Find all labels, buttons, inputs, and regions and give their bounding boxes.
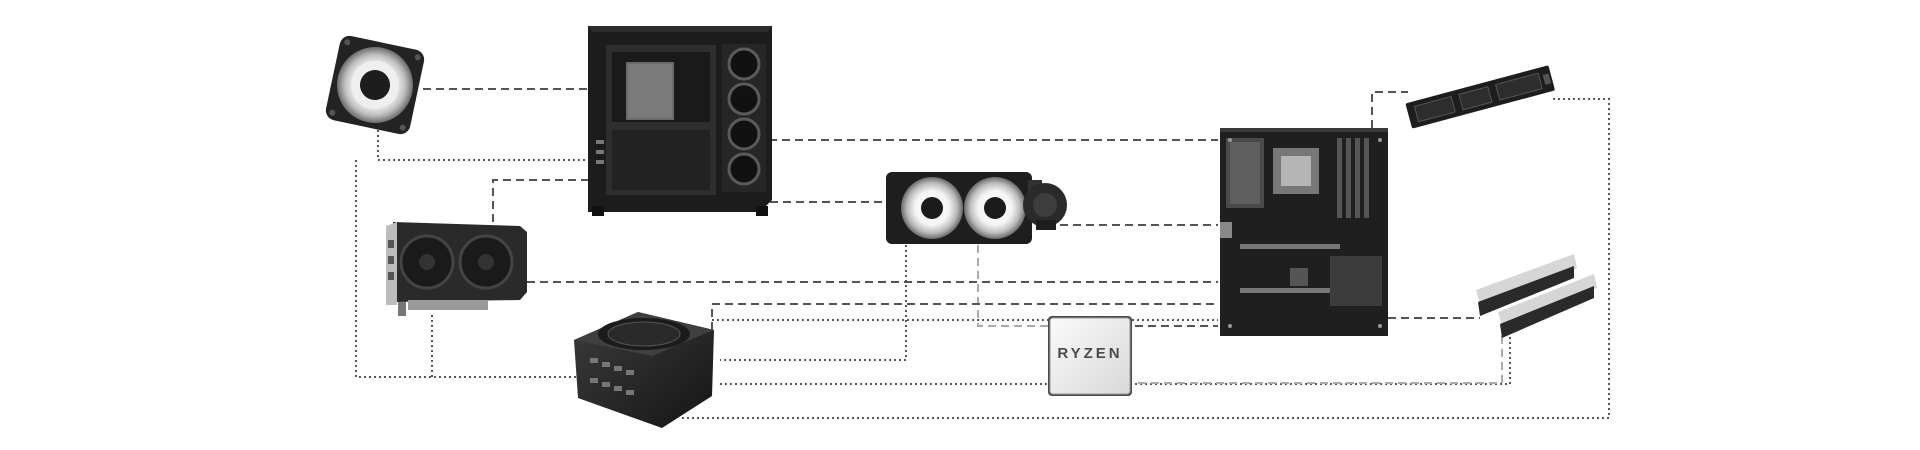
pc-case-icon [588,26,772,216]
connection-psu-motherboard [711,303,1218,330]
connection-aio-psu [720,245,907,361]
case-fan-icon [325,35,425,135]
power-supply-icon [574,312,714,428]
connection-fan-psu [355,160,578,378]
connection-fan-case-lower [377,130,588,161]
connection-cpu-ram [1138,330,1503,384]
graphics-card-icon [386,222,527,316]
connection-psu-ram [720,334,1511,385]
motherboard-icon [1220,128,1388,336]
connection-aio-cpu [977,245,1048,327]
connection-lines [355,88,1610,419]
m2-ssd-icon [1405,65,1555,129]
connection-psu-ssd [682,98,1610,419]
connection-gpu-case [492,179,588,222]
connection-motherboard-ssd [1371,91,1408,128]
ram-modules-icon [1476,254,1597,338]
cpu-chip-icon: RYZEN [1048,316,1132,396]
cpu-brand-label: RYZEN [1057,345,1122,362]
aio-liquid-cooler-icon [886,172,1067,244]
